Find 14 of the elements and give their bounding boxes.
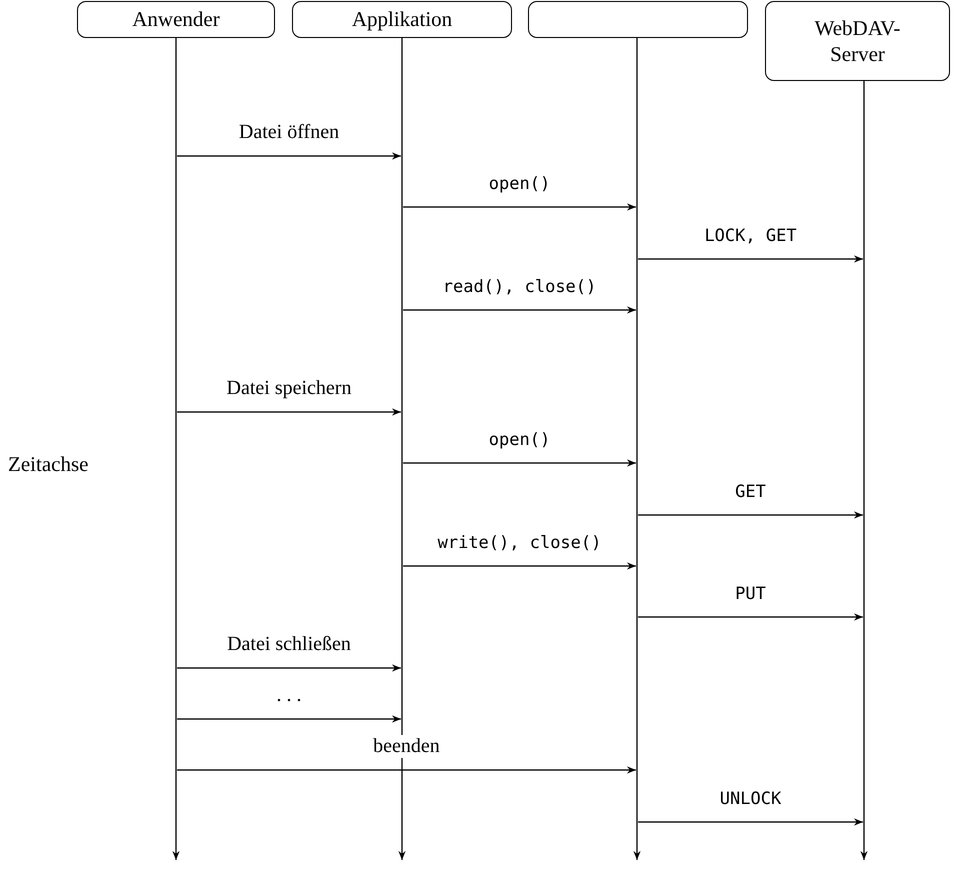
timeline-arrow: [633, 38, 641, 860]
timeline-arrow: [398, 38, 406, 860]
participant-name: Anwender: [132, 6, 220, 33]
participant-box: [292, 1, 512, 38]
timeline-arrow: [172, 38, 180, 860]
timeline-arrow: [860, 81, 868, 860]
participant-box: [765, 1, 950, 81]
participant-name: WebDAV-Server: [814, 14, 902, 68]
participant-box: [77, 1, 275, 38]
message-label: Datei speichern: [224, 377, 354, 400]
participant-box: [528, 1, 748, 38]
message-label: beenden: [371, 735, 442, 758]
axis-label: Zeitachse: [8, 452, 88, 477]
participant-name: Applikation: [352, 6, 452, 33]
